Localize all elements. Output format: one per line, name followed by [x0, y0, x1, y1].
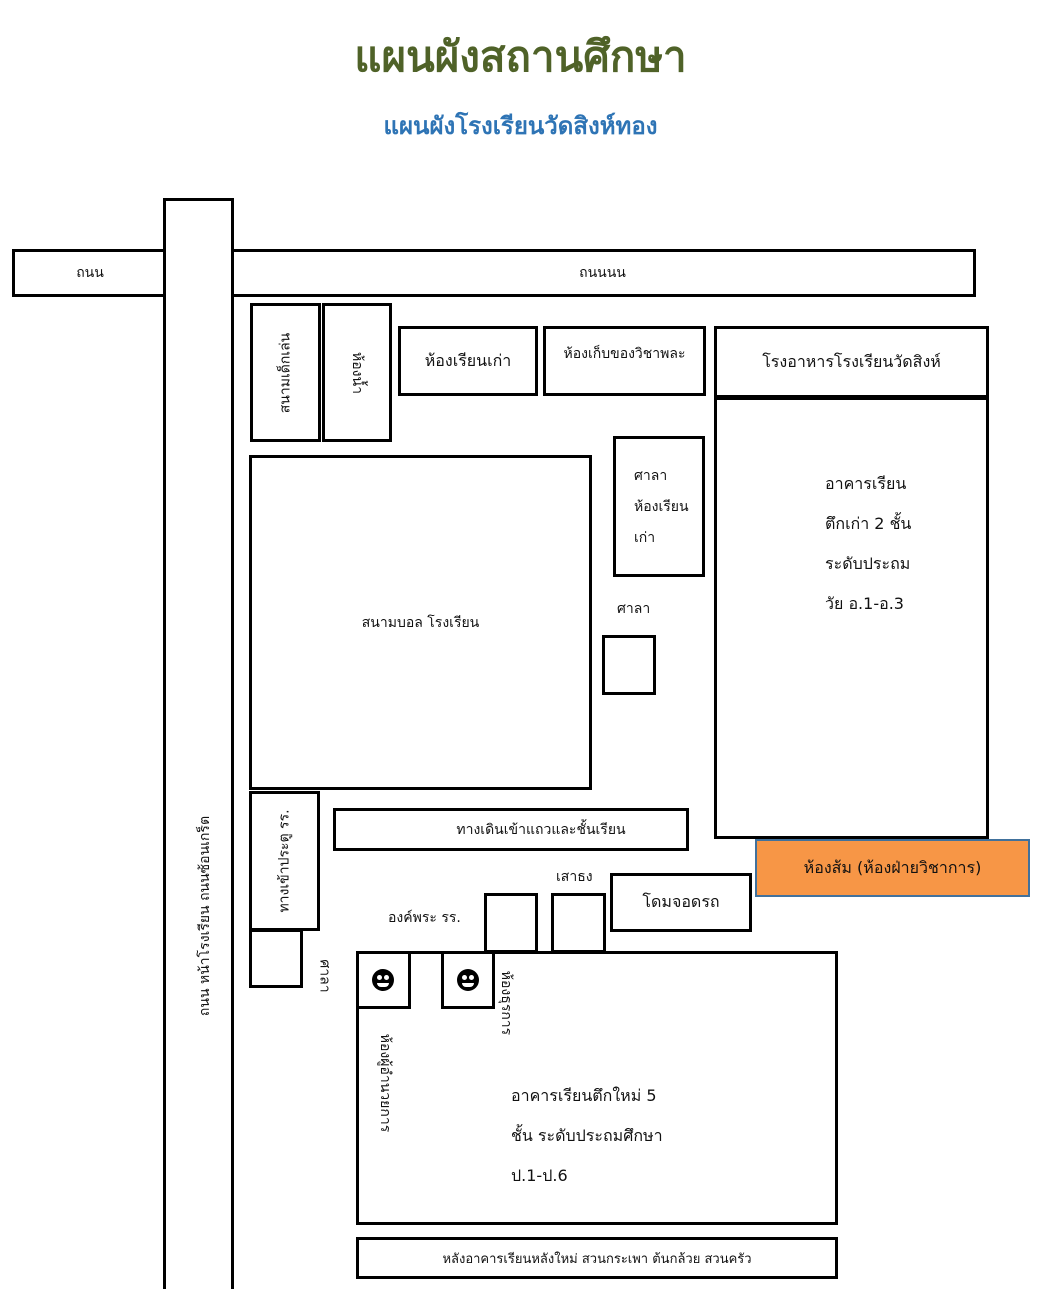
pavilion-class-line: ศาลา [634, 468, 668, 484]
smiley-icon [457, 969, 479, 991]
restroom-label: ห้องน้ำ [349, 351, 365, 394]
flagpole-label: เสาธง [556, 869, 593, 885]
old-building: อาคารเรียน ตึกเก่า 2 ชั้น ระดับประถม วัย… [714, 397, 989, 839]
flagpole [551, 893, 606, 953]
playground-label: สนามเด็กเล่น [277, 332, 294, 413]
football-field: สนามบอล โรงเรียน [249, 455, 592, 790]
playground: สนามเด็กเล่น [250, 303, 321, 442]
old-building-line: อาคารเรียน [825, 474, 907, 493]
buddha-label: องค์พระ รร. [388, 910, 461, 926]
walkway: ทางเดินเข้าแถวและชั้นเรียน [333, 808, 689, 851]
walkway-label: ทางเดินเข้าแถวและชั้นเรียน [456, 821, 626, 838]
pavilion-class-line: เก่า [634, 530, 656, 546]
road-top-label: ถนนนน [579, 265, 626, 281]
gate-box [249, 929, 303, 988]
road-top: ถนนนน [229, 249, 976, 297]
map-title: แผนผังสถานศึกษา [354, 32, 687, 81]
pe-storage-label: ห้องเก็บของวิชาพละ [563, 346, 686, 362]
pavilion-label: ศาลา [617, 601, 651, 617]
canteen-label: โรงอาหารโรงเรียนวัดสิงห์ [762, 351, 941, 371]
road-left-top: ถนน [12, 249, 168, 297]
academic-room-label: ห้องส้ม (ห้องฝ่ายวิชาการ) [803, 857, 982, 877]
restroom: ห้องน้ำ [322, 303, 392, 442]
academic-room: ห้องส้ม (ห้องฝ่ายวิชาการ) [755, 839, 1030, 897]
entrance-label: ทางเข้าประตู รร. [276, 809, 293, 913]
old-classroom: ห้องเรียนเก่า [398, 326, 538, 396]
director-room-box [356, 951, 411, 1009]
football-field-label: สนามบอล โรงเรียน [361, 614, 480, 631]
pe-storage: ห้องเก็บของวิชาพละ [543, 326, 706, 396]
entrance: ทางเข้าประตู รร. [249, 791, 320, 931]
pavilion [602, 635, 656, 695]
parking-label: โดมจอดรถ [642, 892, 720, 911]
pavilion-classroom: ศาลา ห้องเรียน เก่า [613, 436, 705, 577]
new-building-line: ชั้น ระดับประถมศึกษา [511, 1126, 663, 1145]
pavilion2-label: ศาลา [316, 959, 333, 993]
new-building-line: อาคารเรียนตึกใหม่ 5 [511, 1086, 657, 1105]
canteen: โรงอาหารโรงเรียนวัดสิงห์ [714, 326, 989, 398]
admin-room-box [441, 951, 495, 1009]
old-building-line: วัย อ.1-อ.3 [825, 594, 904, 613]
new-building: อาคารเรียนตึกใหม่ 5 ชั้น ระดับประถมศึกษา… [356, 951, 838, 1225]
road-left-label: ถนน [76, 265, 104, 281]
old-classroom-label: ห้องเรียนเก่า [424, 350, 512, 370]
parking-dome: โดมจอดรถ [610, 873, 752, 932]
smiley-icon [372, 969, 394, 991]
pavilion-class-line: ห้องเรียน [634, 499, 689, 515]
road-vertical-label: ถนน หน้าโรงเรียน ถนนซ้อนเกร็ต [197, 815, 213, 1017]
map-subtitle: แผนผังโรงเรียนวัดสิงห์ทอง [383, 112, 658, 140]
director-office-label: ห้องผู้อำนวยการ [377, 1033, 394, 1133]
old-building-line: ระดับประถม [825, 554, 911, 573]
old-building-line: ตึกเก่า 2 ชั้น [825, 514, 912, 533]
road-vertical [163, 198, 234, 1289]
new-building-line: ป.1-ป.6 [511, 1166, 568, 1185]
buddha-statue [484, 893, 538, 953]
admin-office-label: ห้องธุรการ [498, 970, 515, 1036]
back-area: หลังอาคารเรียนหลังใหม่ สวนกระเพา ต้นกล้ว… [356, 1237, 838, 1279]
back-area-label: หลังอาคารเรียนหลังใหม่ สวนกระเพา ต้นกล้ว… [442, 1251, 752, 1267]
